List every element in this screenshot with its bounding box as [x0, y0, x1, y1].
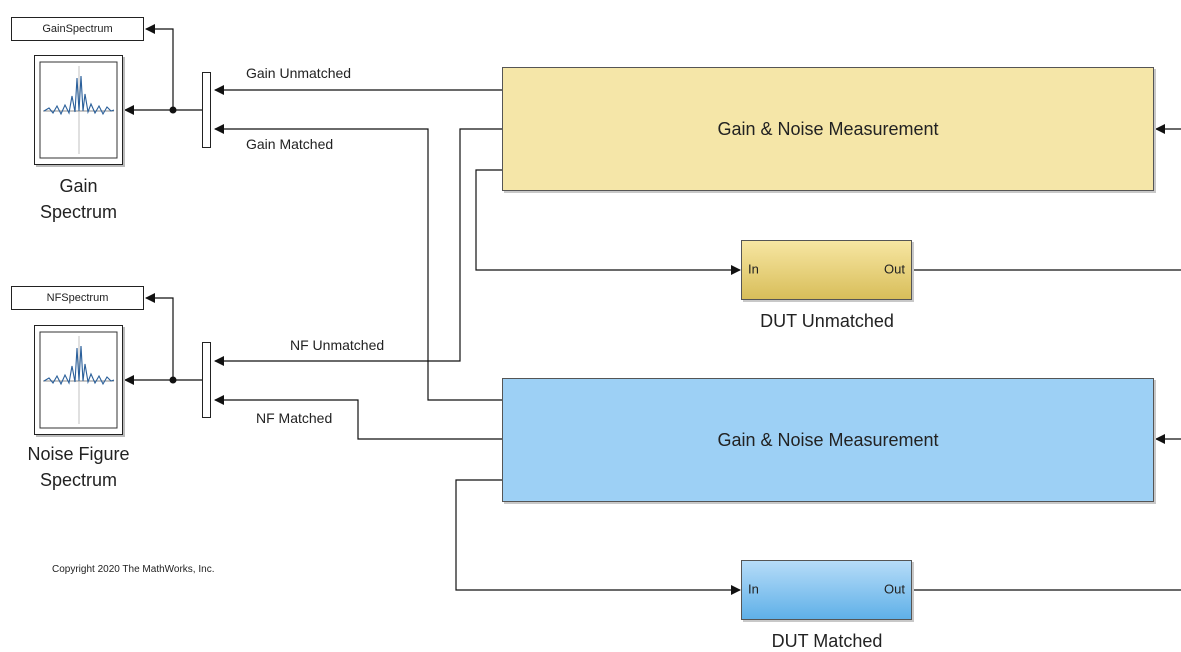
- signal-label-gain-matched: Gain Matched: [246, 136, 334, 152]
- wire-gain-branch-to-goto: [145, 24, 174, 110]
- dut-matched-block[interactable]: In Out: [741, 560, 912, 620]
- dut-unmatched-block[interactable]: In Out: [741, 240, 912, 300]
- gain-scope-label-line2: Spectrum: [39, 202, 118, 222]
- dut-matched-out-port: Out: [884, 581, 905, 597]
- gain-mux[interactable]: [202, 72, 211, 148]
- nf-scope-label-line2: Spectrum: [39, 470, 118, 490]
- wire-nf-matched: [214, 395, 502, 440]
- goto-gain-spectrum[interactable]: GainSpectrum: [11, 17, 144, 41]
- copyright-note: Copyright 2020 The MathWorks, Inc.: [52, 564, 215, 575]
- signal-label-gain-unmatched: Gain Unmatched: [246, 65, 352, 81]
- gain-noise-measurement-matched-block[interactable]: Gain & Noise Measurement: [502, 378, 1154, 502]
- spectrum-analyzer-icon: [39, 61, 118, 159]
- signal-label-nf-unmatched: NF Unmatched: [290, 337, 385, 353]
- wire-gain-matched: [214, 124, 502, 401]
- measurement-unmatched-label: Gain & Noise Measurement: [717, 118, 939, 139]
- wire-nf-unmatched: [214, 128, 502, 366]
- measurement-matched-label: Gain & Noise Measurement: [717, 429, 939, 450]
- dut-unmatched-name: DUT Unmatched: [760, 311, 894, 331]
- nf-scope-label-line1: Noise Figure: [27, 444, 130, 464]
- dut-matched-name: DUT Matched: [771, 631, 883, 651]
- gain-spectrum-scope[interactable]: [34, 55, 123, 165]
- dut-unmatched-in-port: In: [748, 261, 759, 277]
- wire-to-dut-unmatched: [475, 169, 741, 275]
- gain-scope-label: Gain Spectrum: [20, 173, 137, 225]
- wire-nf-branch-to-goto: [145, 293, 174, 380]
- branch-point-nf: [169, 376, 177, 384]
- nf-scope-label: Noise Figure Spectrum: [3, 441, 154, 493]
- dut-unmatched-out-port: Out: [884, 261, 905, 277]
- gain-noise-measurement-unmatched-block[interactable]: Gain & Noise Measurement: [502, 67, 1154, 191]
- wire-to-dut-matched: [455, 479, 741, 595]
- dut-matched-in-port: In: [748, 581, 759, 597]
- nf-mux[interactable]: [202, 342, 211, 418]
- gain-scope-label-line1: Gain: [59, 176, 98, 196]
- signal-label-nf-matched: NF Matched: [256, 410, 333, 426]
- noise-figure-spectrum-scope[interactable]: [34, 325, 123, 435]
- branch-point-gain: [169, 106, 177, 114]
- spectrum-analyzer-icon: [39, 331, 118, 429]
- goto-nf-spectrum[interactable]: NFSpectrum: [11, 286, 144, 310]
